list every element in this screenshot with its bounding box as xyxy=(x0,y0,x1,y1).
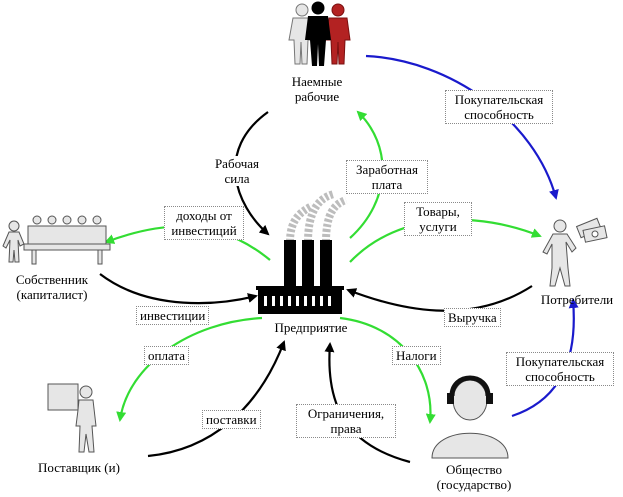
factory-icon xyxy=(256,190,348,314)
flow-label-payment: оплата xyxy=(144,346,189,365)
consumer-icon xyxy=(542,217,608,287)
society-label: Общество (государство) xyxy=(424,462,524,492)
flow-label-goods-line1: Товары, xyxy=(416,204,460,219)
flow-label-purchasing-power-top: Покупательская способность xyxy=(445,90,553,124)
flow-label-purchasing-power-bottom-line1: Покупательская xyxy=(515,354,605,369)
workers-label-line1: Наемные xyxy=(291,74,343,89)
flow-label-wages-line1: Заработная xyxy=(356,162,418,177)
flow-label-investments: инвестиции xyxy=(136,306,210,325)
society-label-line1: Общество xyxy=(445,462,503,477)
flow-label-restrictions: Ограничения, права xyxy=(296,404,396,438)
supplier-icon xyxy=(47,383,97,453)
workers-label: Наемные рабочие xyxy=(280,74,354,104)
flow-label-wages: Заработная плата xyxy=(346,160,428,194)
flow-label-investment-income-line2: инвестиций xyxy=(171,223,237,238)
owner-label-line1: Собственник xyxy=(15,272,89,287)
flow-label-goods-line2: услуги xyxy=(419,219,457,234)
arrow-payment xyxy=(116,316,263,422)
flow-label-deliveries: поставки xyxy=(202,410,261,429)
flow-label-investment-income: доходы от инвестиций xyxy=(164,206,244,240)
owner-label-line2: (капиталист) xyxy=(16,287,88,302)
flow-label-restrictions-line2: права xyxy=(330,421,362,436)
flow-label-purchasing-power-bottom-line2: способность xyxy=(525,369,595,384)
workers-icon xyxy=(288,1,351,66)
flow-label-purchasing-power-bottom: Покупательская способность xyxy=(506,352,614,386)
society-label-line2: (государство) xyxy=(436,477,512,492)
arrow-investments xyxy=(99,273,258,305)
owner-icon xyxy=(2,215,111,265)
arrow-revenue xyxy=(346,285,533,312)
flow-label-purchasing-power-top-line2: способность xyxy=(464,107,534,122)
owner-label: Собственник (капиталист) xyxy=(2,272,102,302)
flow-label-workforce: Рабочая сила xyxy=(210,156,264,186)
flow-label-investment-income-line1: доходы от xyxy=(176,208,232,223)
flow-label-revenue: Выручка xyxy=(444,308,501,327)
flow-label-workforce-line1: Рабочая xyxy=(214,156,260,171)
consumers-label: Потребители xyxy=(540,292,614,307)
flow-label-purchasing-power-top-line1: Покупательская xyxy=(454,92,544,107)
workers-label-line2: рабочие xyxy=(294,89,340,104)
flow-label-taxes: Налоги xyxy=(392,346,441,365)
supplier-label: Поставщик (и) xyxy=(38,460,120,475)
society-icon xyxy=(431,375,509,459)
flow-label-workforce-line2: сила xyxy=(224,171,250,186)
flow-label-wages-line2: плата xyxy=(371,177,403,192)
flow-label-goods: Товары, услуги xyxy=(404,202,472,236)
enterprise-label: Предприятие xyxy=(274,320,348,335)
flow-label-restrictions-line1: Ограничения, xyxy=(307,406,385,421)
